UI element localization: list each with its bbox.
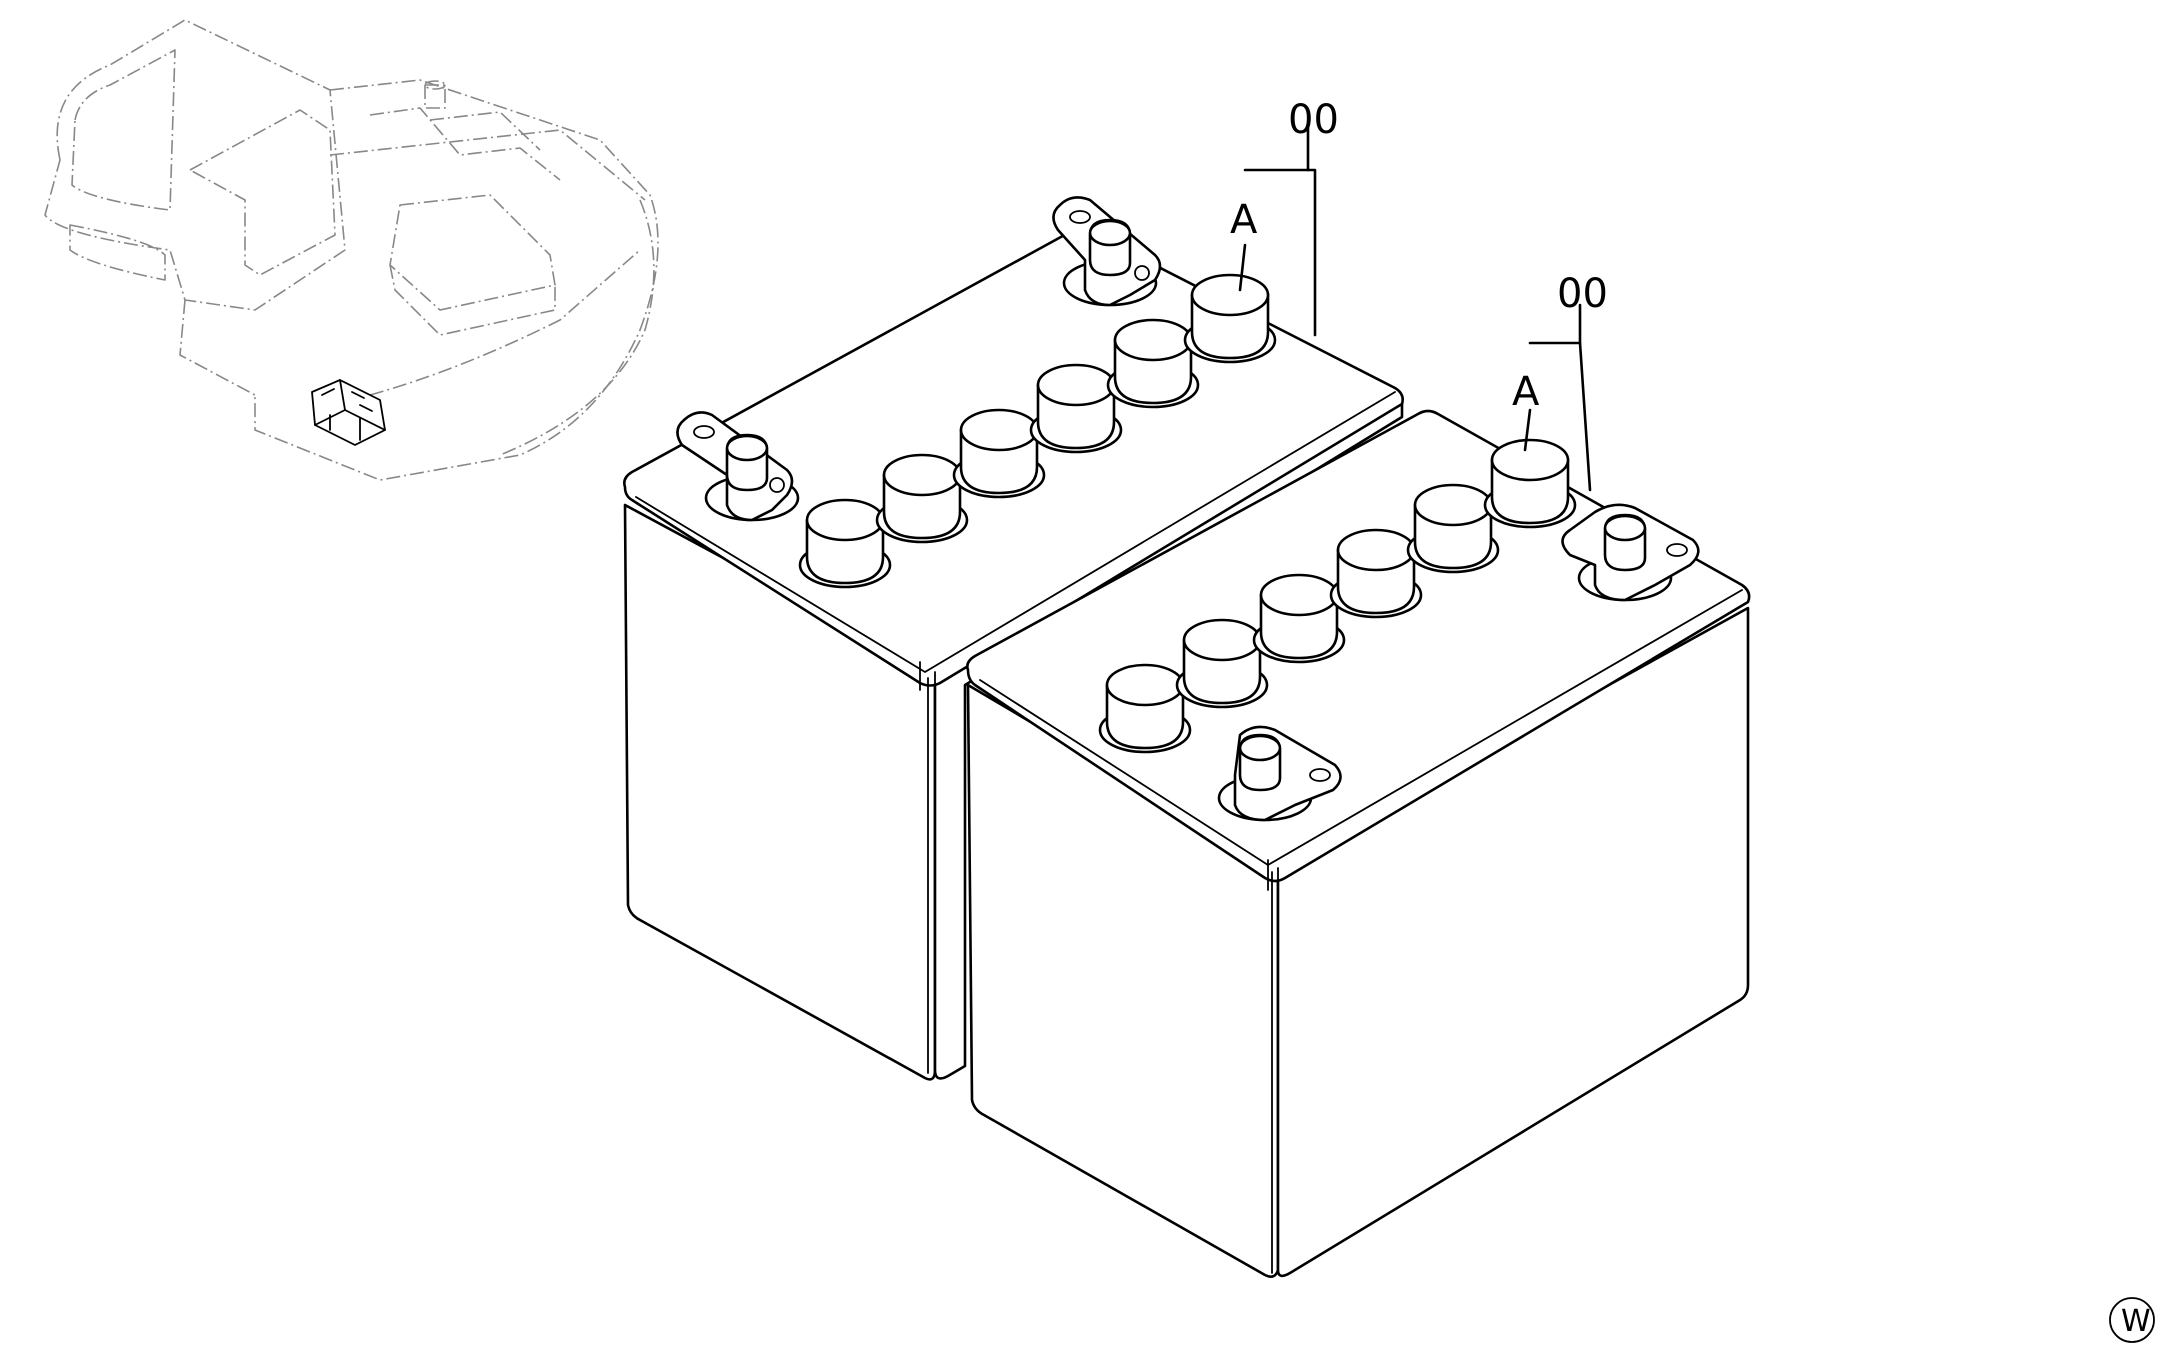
callout-part-right: A bbox=[1512, 369, 1540, 415]
callout-leader-left bbox=[1238, 123, 1317, 337]
callout-leader-right bbox=[1523, 303, 1592, 492]
cell-caps-left bbox=[798, 273, 1277, 589]
callout-ref-left: 00 bbox=[1288, 97, 1339, 143]
corner-mark: W bbox=[2109, 1297, 2155, 1343]
svg-text:W: W bbox=[2121, 1304, 2151, 1339]
battery-location-marker bbox=[311, 379, 386, 446]
machine-locator-view bbox=[44, 19, 659, 481]
terminal-clamp-right-front bbox=[1217, 725, 1342, 822]
battery-right bbox=[966, 303, 1751, 1278]
terminal-clamp-left-rear bbox=[1052, 196, 1162, 307]
terminal-clamp-right-rear bbox=[1561, 503, 1700, 602]
terminal-clamp-left-front bbox=[676, 411, 800, 522]
cell-caps-right bbox=[1098, 438, 1577, 754]
battery-left bbox=[623, 123, 1404, 1081]
callout-ref-right: 00 bbox=[1557, 271, 1608, 317]
callout-part-left: A bbox=[1230, 197, 1258, 243]
